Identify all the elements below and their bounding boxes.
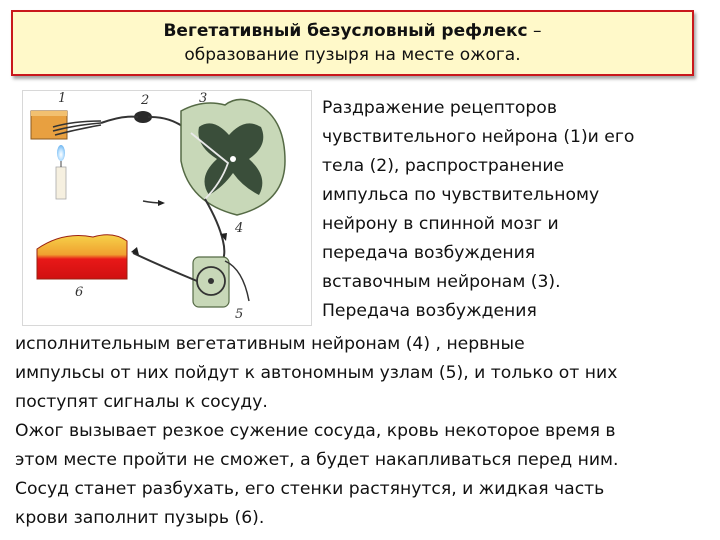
spinal-cord-section — [181, 99, 285, 215]
title-term: Вегетативный безусловный рефлекс — [163, 21, 527, 41]
reflex-arc-diagram: 1 2 3 4 5 6 — [22, 90, 312, 326]
burn-blister — [37, 235, 127, 279]
reflex-arc-svg — [23, 91, 311, 325]
title-line-1: Вегетативный безусловный рефлекс – — [13, 19, 692, 43]
figure-label-2: 2 — [141, 93, 149, 108]
figure-label-3: 3 — [199, 91, 207, 106]
figure-label-4: 4 — [235, 221, 243, 236]
title-box: Вегетативный безусловный рефлекс – образ… — [11, 10, 694, 76]
autonomic-ganglion — [193, 257, 229, 307]
postganglionic-fiber — [133, 253, 197, 281]
figure-label-5: 5 — [235, 307, 243, 322]
candle-icon — [56, 145, 66, 199]
arrow-1 — [158, 200, 165, 206]
body-paragraph: исполнительным вегетативным нейронам (4)… — [15, 330, 715, 533]
figure-label-6: 6 — [75, 285, 83, 300]
title-line-2: образование пузыря на месте ожога. — [13, 43, 692, 67]
side-paragraph: Раздражение рецепторов чувствительного н… — [322, 94, 717, 326]
title-dash: – — [528, 21, 542, 41]
figure-label-1: 1 — [58, 91, 66, 106]
